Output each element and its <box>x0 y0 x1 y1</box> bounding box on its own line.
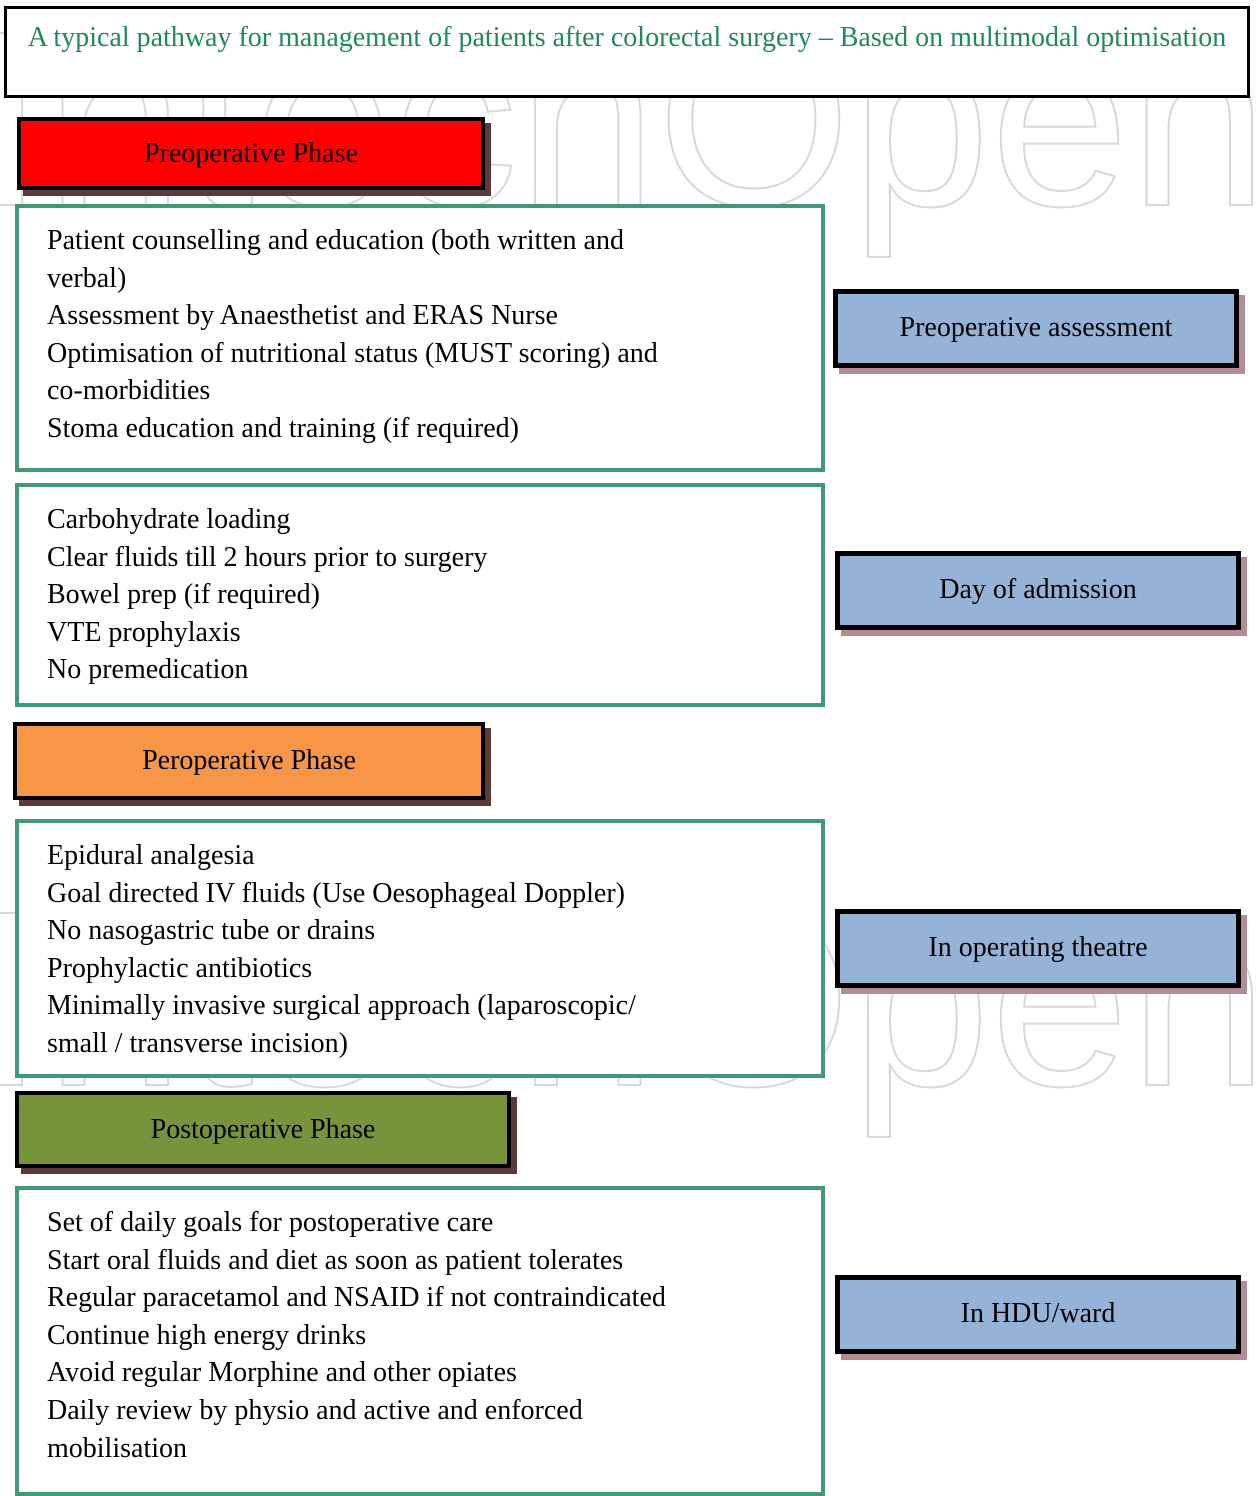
list-item: No nasogastric tube or drains <box>47 915 376 947</box>
stage-preoperative-assessment: Preoperative assessment <box>833 289 1239 368</box>
stage-day-of-admission-label: Day of admission <box>939 574 1137 605</box>
stage-in-hdu-ward: In HDU/ward <box>835 1275 1241 1354</box>
phase-peroperative-label: Peroperative Phase <box>142 745 356 776</box>
box-preoperative-assessment: Patient counselling and education (both … <box>15 204 825 472</box>
box-preoperative-assessment-lines: Patient counselling and education (both … <box>47 222 795 448</box>
box-in-hdu-ward: Set of daily goals for postoperative car… <box>15 1186 825 1496</box>
box-day-of-admission: Carbohydrate loading Clear fluids till 2… <box>15 483 825 707</box>
list-item: Start oral fluids and diet as soon as pa… <box>47 1244 624 1276</box>
list-item: Assessment by Anaesthetist and ERAS Nurs… <box>47 300 558 332</box>
diagram-title-box: A typical pathway for management of pati… <box>4 6 1250 98</box>
box-day-of-admission-lines: Carbohydrate loading Clear fluids till 2… <box>47 501 795 689</box>
list-item: Stoma education and training (if require… <box>47 412 519 444</box>
list-item: VTE prophylaxis <box>47 616 241 648</box>
box-in-operating-theatre-lines: Epidural analgesia Goal directed IV flui… <box>47 837 795 1063</box>
list-item: No premedication <box>47 654 249 686</box>
list-item: verbal) <box>47 262 127 294</box>
list-item: Continue high energy drinks <box>47 1319 367 1351</box>
phase-postoperative-label: Postoperative Phase <box>150 1114 376 1145</box>
list-item: co-morbidities <box>47 375 211 407</box>
stage-in-hdu-ward-label: In HDU/ward <box>960 1298 1116 1329</box>
list-item: Regular paracetamol and NSAID if not con… <box>47 1282 666 1314</box>
phase-postoperative: Postoperative Phase <box>15 1091 511 1168</box>
list-item: Patient counselling and education (both … <box>47 225 624 256</box>
list-item: Set of daily goals for postoperative car… <box>47 1207 494 1238</box>
stage-day-of-admission: Day of admission <box>835 551 1241 630</box>
list-item: Epidural analgesia <box>47 840 255 871</box>
diagram-title: A typical pathway for management of pati… <box>27 22 1227 53</box>
list-item: small / transverse incision) <box>47 1027 348 1059</box>
stage-in-operating-theatre-label: In operating theatre <box>928 932 1148 963</box>
list-item: Prophylactic antibiotics <box>47 952 313 984</box>
list-item: Daily review by physio and active and en… <box>47 1394 583 1426</box>
box-in-operating-theatre: Epidural analgesia Goal directed IV flui… <box>15 819 825 1078</box>
list-item: mobilisation <box>47 1432 187 1464</box>
list-item: Avoid regular Morphine and other opiates <box>47 1357 517 1389</box>
list-item: Minimally invasive surgical approach (la… <box>47 990 636 1022</box>
box-in-hdu-ward-lines: Set of daily goals for postoperative car… <box>47 1204 795 1467</box>
phase-preoperative-label: Preoperative Phase <box>144 138 358 169</box>
stage-preoperative-assessment-label: Preoperative assessment <box>899 312 1173 343</box>
phase-peroperative: Peroperative Phase <box>13 722 485 800</box>
list-item: Goal directed IV fluids (Use Oesophageal… <box>47 877 625 909</box>
list-item: Clear fluids till 2 hours prior to surge… <box>47 541 488 573</box>
list-item: Carbohydrate loading <box>47 504 291 535</box>
stage-in-operating-theatre: In operating theatre <box>835 909 1241 988</box>
phase-preoperative: Preoperative Phase <box>17 117 485 190</box>
list-item: Bowel prep (if required) <box>47 579 320 611</box>
list-item: Optimisation of nutritional status (MUST… <box>47 337 658 369</box>
